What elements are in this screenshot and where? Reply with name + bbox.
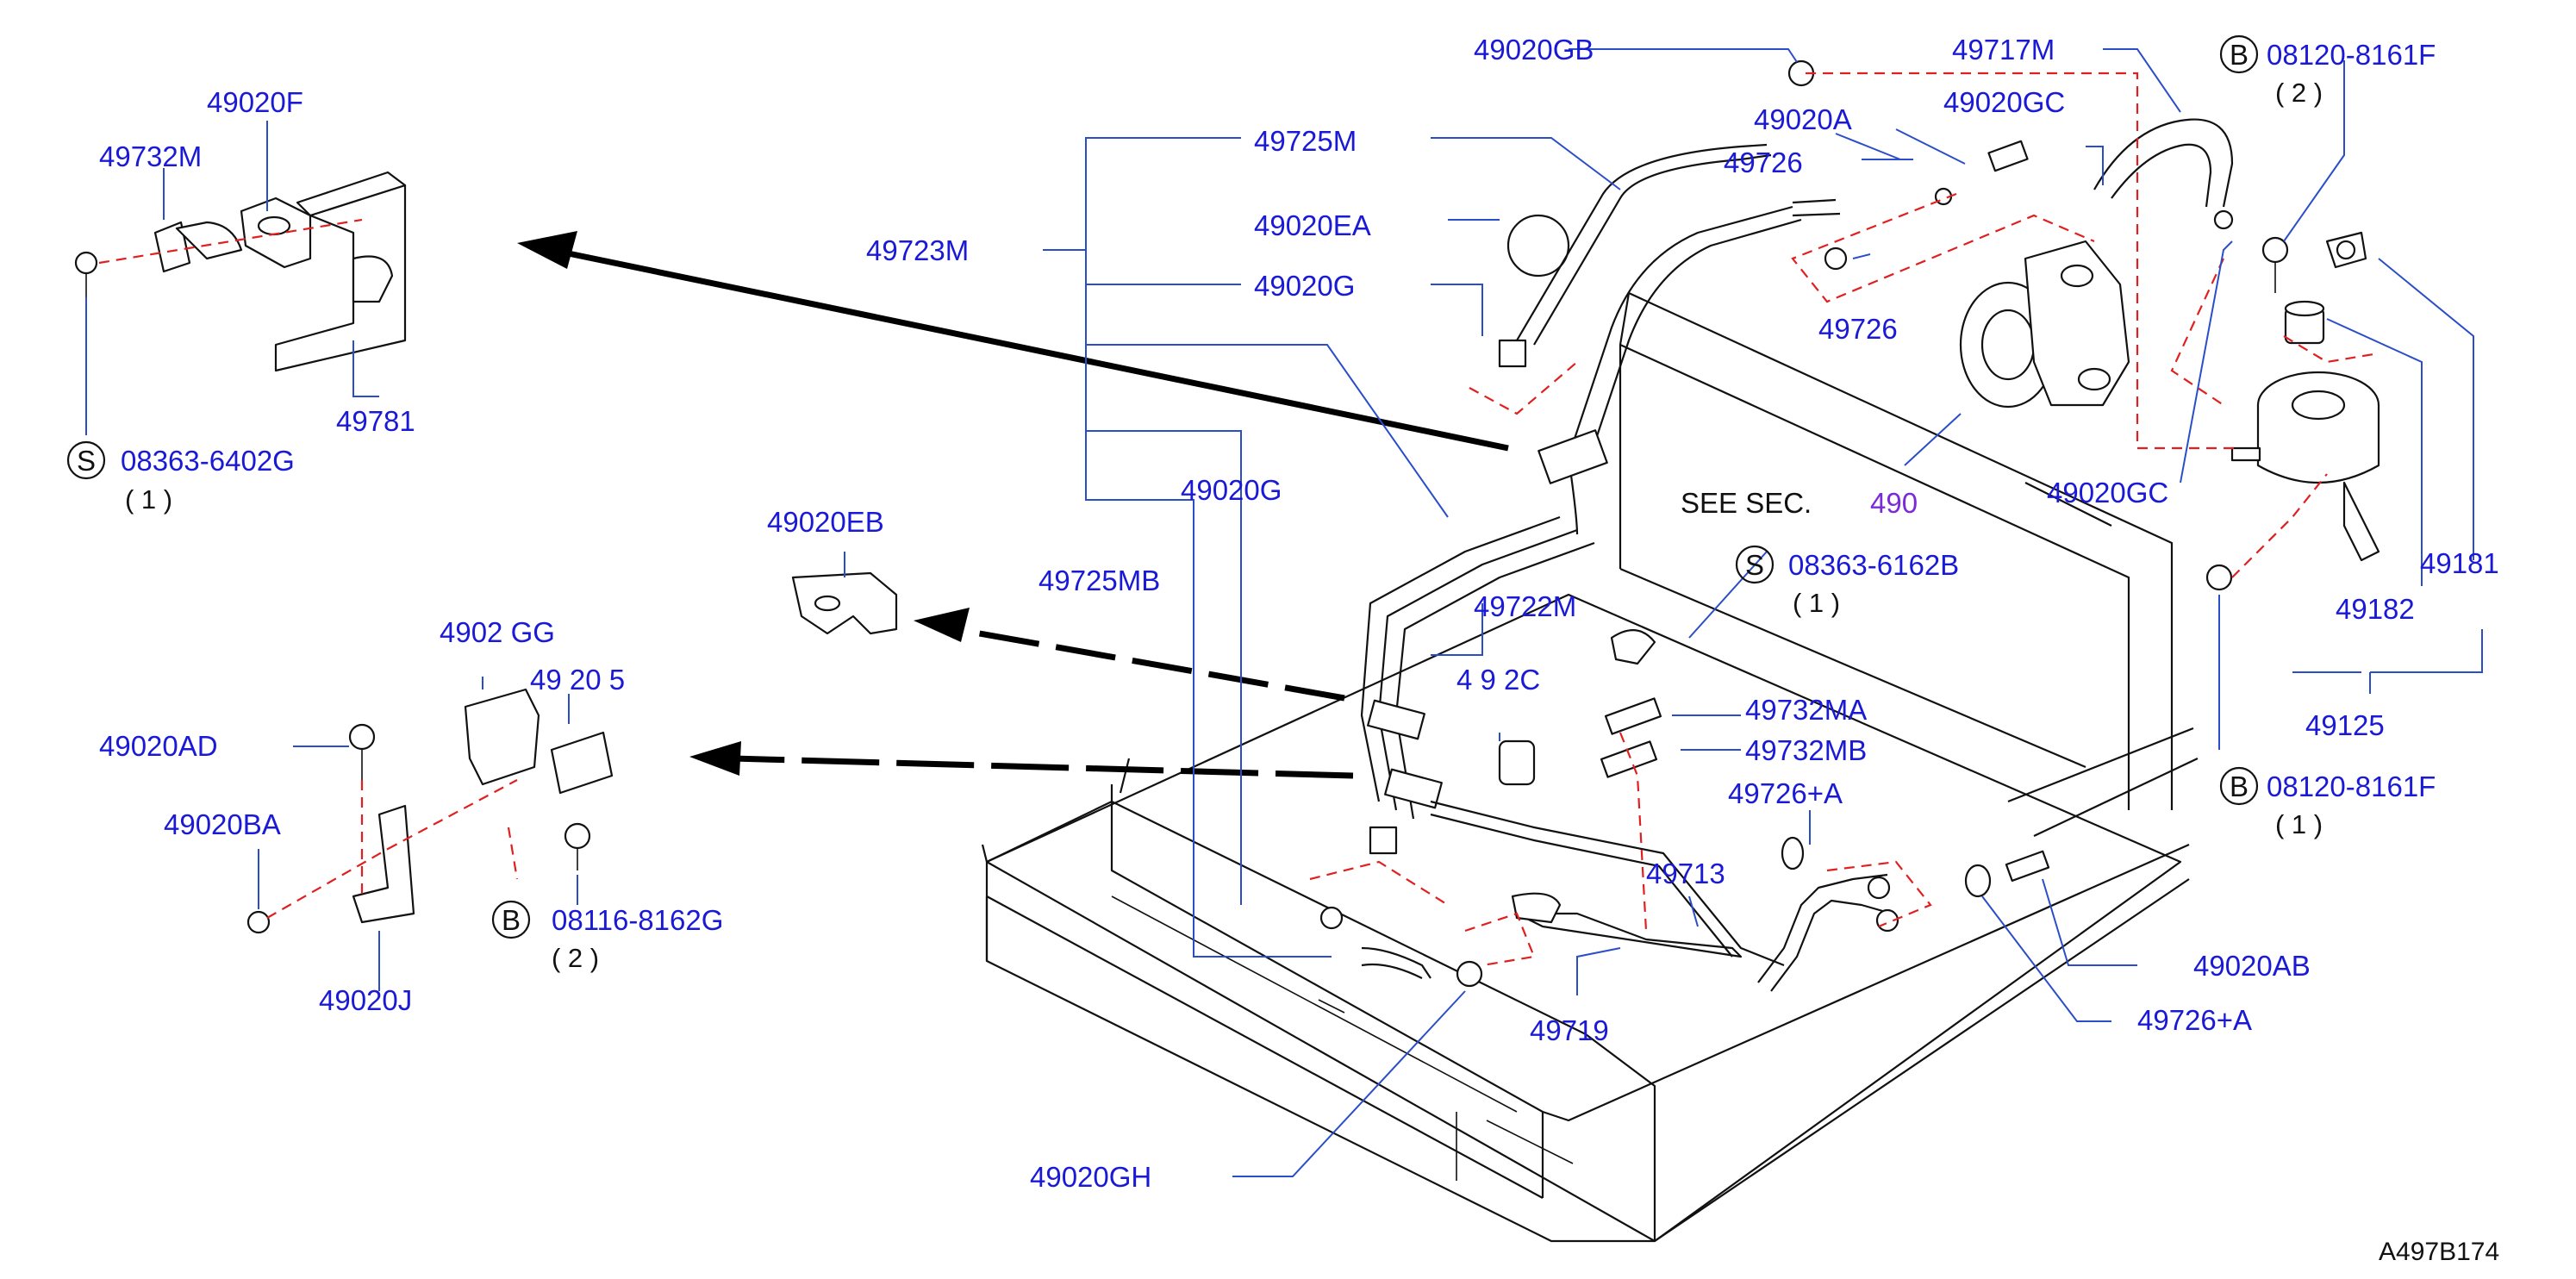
label-49020gg-partial: 4902 GG <box>440 616 555 648</box>
label-49020gb: 49020GB <box>1474 34 1594 66</box>
clip-49020eb <box>791 571 898 635</box>
label-08120-8161f-top: 08120-8161F <box>2267 39 2436 71</box>
label-49723m: 49723M <box>866 234 969 266</box>
see-section-text: SEE SEC. <box>1681 487 1812 519</box>
label-08120-8161f-bottom: 08120-8161F <box>2267 771 2436 802</box>
label-08363-6162b: 08363-6162B <box>1788 549 1959 581</box>
small-parts <box>1319 59 2289 988</box>
label-49020g-b: 49020G <box>1181 474 1282 506</box>
code-s-center: S <box>1745 549 1764 581</box>
label-49781: 49781 <box>336 405 415 437</box>
label-49717m: 49717M <box>1952 34 2055 66</box>
leader-lines <box>85 48 2483 1177</box>
qty-08363-6162b: ( 1 ) <box>1793 588 1840 618</box>
code-b-top: B <box>2230 39 2249 71</box>
code-b-left: B <box>502 904 521 936</box>
hoses-and-pipes <box>1360 143 1893 992</box>
label-08116-8162g: 08116-8162G <box>552 904 723 936</box>
label-49181: 49181 <box>2420 547 2499 579</box>
bracket-group-upper-left <box>74 171 407 372</box>
label-49732ma: 49732MA <box>1745 694 1867 726</box>
label-49182: 49182 <box>2336 593 2415 625</box>
label-49020f: 49020F <box>207 86 303 118</box>
label-49020gh: 49020GH <box>1030 1161 1151 1193</box>
qty-08120-8161f-bottom: ( 1 ) <box>2275 809 2323 839</box>
label-49726a-top: 49726+A <box>1728 777 1843 809</box>
label-49020gd-partial: 4 9 2C <box>1456 664 1540 696</box>
label-49732m: 49732M <box>99 140 202 172</box>
label-49020ea: 49020EA <box>1254 209 1371 241</box>
code-s-left: S <box>77 445 96 477</box>
label-49726-b: 49726 <box>1818 313 1898 345</box>
label-49020gc-right: 49020GC <box>2047 477 2168 508</box>
label-49726-a: 49726 <box>1724 147 1803 178</box>
part-labels: 49020GB 49717M 49020A 49020GC 49726 4972… <box>99 34 2499 1193</box>
code-b-bottom: B <box>2230 771 2249 802</box>
section-reference: SEE SEC. 490 <box>1681 487 1918 519</box>
qty-08363-6402g: ( 1 ) <box>125 484 172 515</box>
label-08363-6402g: 08363-6402G <box>121 445 295 477</box>
direction-arrows <box>517 231 1509 779</box>
label-49020g-a: 49020G <box>1254 270 1355 302</box>
label-49020ab: 49020AB <box>2193 950 2311 982</box>
label-49725mb: 49725MB <box>1039 565 1160 596</box>
label-49725m: 49725M <box>1254 125 1357 157</box>
label-49020ad: 49020AD <box>99 730 218 762</box>
reservoir-tank <box>2093 118 2380 562</box>
see-section-number: 490 <box>1870 487 1918 519</box>
diagram-id: A497B174 <box>2379 1238 2499 1266</box>
bracket-group-lower-left <box>246 688 614 934</box>
qty-08120-8161f-top: ( 2 ) <box>2275 78 2323 108</box>
label-49732mb: 49732MB <box>1745 734 1867 766</box>
radiator-frame <box>981 292 2199 1243</box>
label-49020ec-partial: 49 20 5 <box>530 664 625 696</box>
qty-08116-8162g: ( 2 ) <box>552 943 599 973</box>
assembly-guide-lines <box>1309 72 2380 967</box>
label-49020eb: 49020EB <box>767 506 884 538</box>
fastener-callouts: B 08120-8161F ( 2 ) B 08120-8161F ( 1 ) … <box>66 34 2436 973</box>
label-49020a: 49020A <box>1754 103 1852 135</box>
label-49722m: 49722M <box>1474 590 1576 622</box>
label-49125: 49125 <box>2305 709 2385 741</box>
label-49020j: 49020J <box>319 984 412 1016</box>
label-49726a-bottom: 49726+A <box>2137 1004 2252 1036</box>
label-49713: 49713 <box>1646 858 1725 889</box>
power-steering-pump <box>1959 240 2130 409</box>
label-49020gc-top: 49020GC <box>1943 86 2065 118</box>
label-49020ba: 49020BA <box>164 808 281 840</box>
label-49719: 49719 <box>1530 1014 1609 1046</box>
